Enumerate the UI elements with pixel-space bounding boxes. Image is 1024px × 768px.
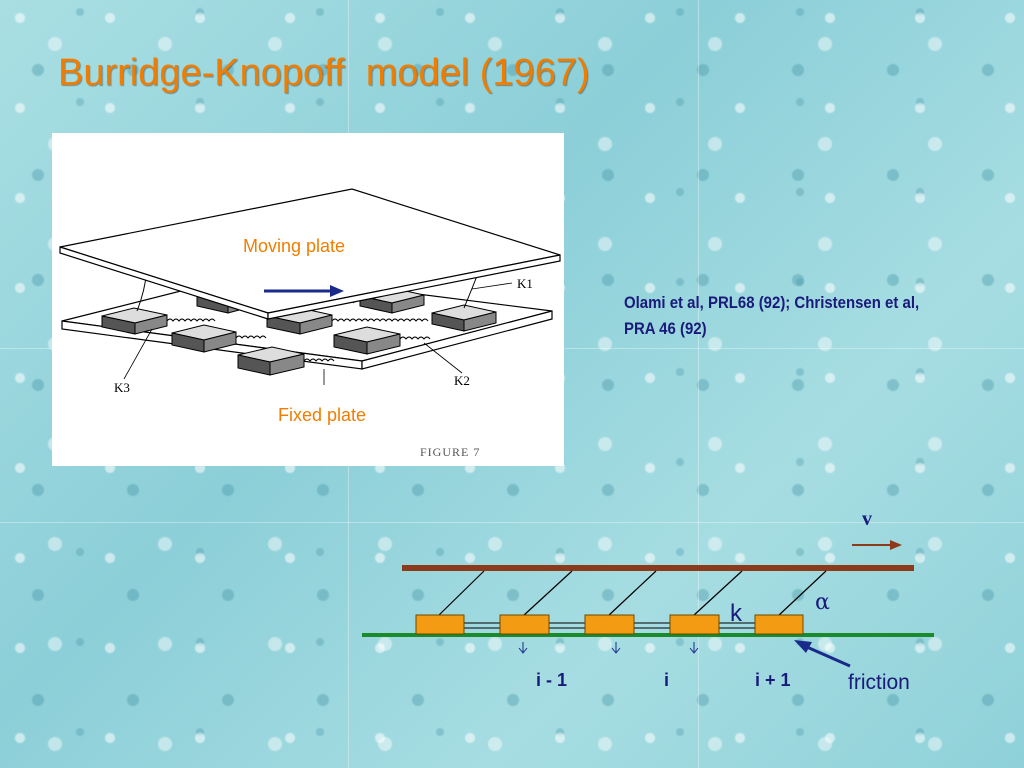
leaf-springs bbox=[437, 570, 827, 617]
background-gridline bbox=[0, 522, 1024, 523]
fixed-plate-label: Fixed plate bbox=[278, 405, 367, 425]
friction-arrow bbox=[794, 640, 851, 668]
slider-blocks bbox=[415, 614, 804, 635]
label-leader-lines bbox=[123, 282, 513, 385]
normal-force-arrows bbox=[518, 642, 699, 654]
moving-plate bbox=[59, 188, 561, 320]
slide-title: Burridge-Knopoff model (1967) bbox=[58, 52, 590, 94]
block bbox=[584, 614, 635, 635]
background-gridline bbox=[698, 0, 699, 768]
block-label-i: i bbox=[664, 670, 670, 690]
block bbox=[669, 614, 720, 635]
spring-constant-label: k bbox=[730, 600, 742, 627]
alpha-label: α bbox=[815, 590, 830, 615]
spring-block-chain-diagram bbox=[362, 540, 934, 668]
plate-model-figure: Moving plate Fixed plate K1 K2 K3 FIGURE… bbox=[52, 133, 564, 466]
k2-label: K2 bbox=[454, 373, 470, 388]
block-label-i-plus-1: i + 1 bbox=[755, 670, 791, 690]
k1-label: K1 bbox=[517, 276, 533, 291]
k3-label: K3 bbox=[114, 380, 130, 395]
ground-bar bbox=[362, 633, 934, 637]
slider-block bbox=[171, 324, 237, 353]
motion-arrow bbox=[264, 285, 344, 297]
slider-block bbox=[333, 326, 401, 355]
slider-block bbox=[237, 346, 305, 376]
plate-model-drawing bbox=[59, 188, 561, 385]
block bbox=[415, 614, 465, 635]
slider-block bbox=[431, 304, 497, 332]
figure-caption: FIGURE 7 bbox=[420, 445, 481, 459]
slider-block bbox=[101, 307, 168, 335]
velocity-label: v bbox=[862, 508, 872, 530]
velocity-arrow bbox=[852, 540, 902, 550]
block bbox=[754, 614, 804, 635]
reference-citation: Olami et al, PRL68 (92); Christensen et … bbox=[624, 293, 920, 338]
coupling-springs bbox=[464, 622, 755, 629]
slider-block bbox=[266, 307, 333, 335]
block bbox=[499, 614, 550, 635]
moving-plate-label: Moving plate bbox=[243, 236, 346, 256]
friction-label: friction bbox=[848, 671, 910, 694]
block-label-i-minus-1: i - 1 bbox=[536, 670, 568, 690]
driving-plate-bar bbox=[402, 565, 914, 571]
